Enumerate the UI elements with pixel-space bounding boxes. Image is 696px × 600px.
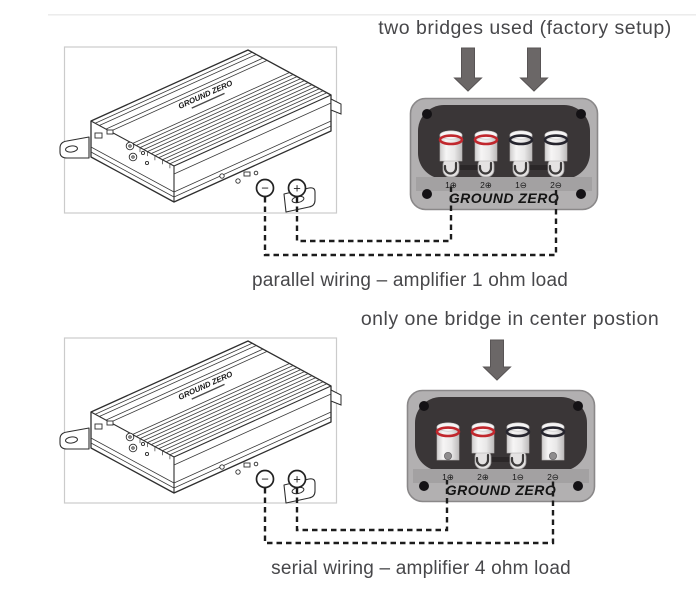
- post-hole: [444, 452, 453, 461]
- amplifier-image-frame: [63, 337, 338, 504]
- post-label: 1⊕: [442, 472, 454, 482]
- minus-terminal: −: [255, 469, 275, 489]
- post-label: 2⊕: [480, 180, 492, 190]
- post-label: 1⊖: [512, 472, 524, 482]
- minus-terminal-label: −: [261, 472, 269, 487]
- terminal-post: [543, 130, 569, 178]
- terminal-post: [473, 130, 499, 178]
- panel-brand: GROUND ZERO: [446, 482, 557, 498]
- corner-screw: [419, 401, 429, 411]
- terminal-post: [435, 422, 461, 461]
- post-ring: [543, 134, 569, 146]
- annotation-parallel-setup: two bridges used (factory setup): [378, 17, 672, 39]
- panel-label-strip: [416, 177, 592, 191]
- post-label: 2⊖: [547, 472, 559, 482]
- terminal-post: [438, 130, 464, 178]
- corner-screw: [422, 109, 432, 119]
- terminal-post: [540, 422, 566, 461]
- minus-terminal-label: −: [261, 181, 269, 196]
- post-hook: [478, 161, 493, 175]
- post-label: 2⊕: [477, 472, 489, 482]
- post-hook: [548, 161, 563, 175]
- post-label: 1⊕: [445, 180, 457, 190]
- amplifier-image-frame: [63, 46, 338, 214]
- terminal-post: [505, 422, 531, 470]
- terminal-panel-serial: 1⊕ 2⊕ 1⊖ 2⊖GROUND ZERO: [406, 389, 596, 503]
- wire-plus-to-1plus: [295, 480, 449, 532]
- plus-terminal: +: [287, 178, 307, 198]
- post-label: 1⊖: [515, 180, 527, 190]
- plus-terminal: +: [287, 469, 307, 489]
- panel-label-strip: [413, 469, 589, 483]
- down-arrow: [519, 47, 549, 92]
- panel-brand: GROUND ZERO: [449, 190, 560, 206]
- down-arrow: [482, 339, 512, 381]
- post-hook: [475, 453, 490, 467]
- caption-parallel-wiring: parallel wiring – amplifier 1 ohm load: [252, 270, 568, 291]
- wire-minus-to-2minus: [263, 186, 558, 257]
- post-label: 2⊖: [550, 180, 562, 190]
- terminal-post: [470, 422, 496, 470]
- bridge-bar: [451, 165, 486, 170]
- bridge-bar: [521, 165, 556, 170]
- caption-serial-wiring: serial wiring – amplifier 4 ohm load: [271, 558, 571, 579]
- annotation-serial-setup: only one bridge in center postion: [360, 308, 660, 330]
- post-ring: [473, 134, 499, 146]
- post-hole: [548, 452, 557, 461]
- corner-screw: [419, 481, 429, 491]
- post-ring: [505, 426, 531, 438]
- post-hook: [510, 453, 525, 467]
- post-ring: [508, 134, 534, 146]
- bridge-bar: [483, 457, 518, 462]
- post-hook: [443, 161, 458, 175]
- plus-terminal-label: +: [293, 472, 301, 487]
- post-ring: [438, 134, 464, 146]
- plus-terminal-label: +: [293, 181, 301, 196]
- wire-minus-to-2minus: [263, 480, 555, 545]
- down-arrow: [453, 47, 483, 92]
- corner-screw: [422, 189, 432, 199]
- terminal-post: [508, 130, 534, 178]
- minus-terminal: −: [255, 178, 275, 198]
- corner-screw: [576, 189, 586, 199]
- post-ring: [540, 426, 566, 438]
- post-ring: [435, 426, 461, 438]
- wire-plus-to-1plus: [295, 186, 453, 243]
- post-ring: [470, 426, 496, 438]
- post-hook: [513, 161, 528, 175]
- corner-screw: [573, 481, 583, 491]
- corner-screw: [573, 401, 583, 411]
- corner-screw: [576, 109, 586, 119]
- terminal-panel-parallel: 1⊕ 2⊕ 1⊖ 2⊖GROUND ZERO: [409, 97, 599, 211]
- page-divider-line: [48, 14, 696, 16]
